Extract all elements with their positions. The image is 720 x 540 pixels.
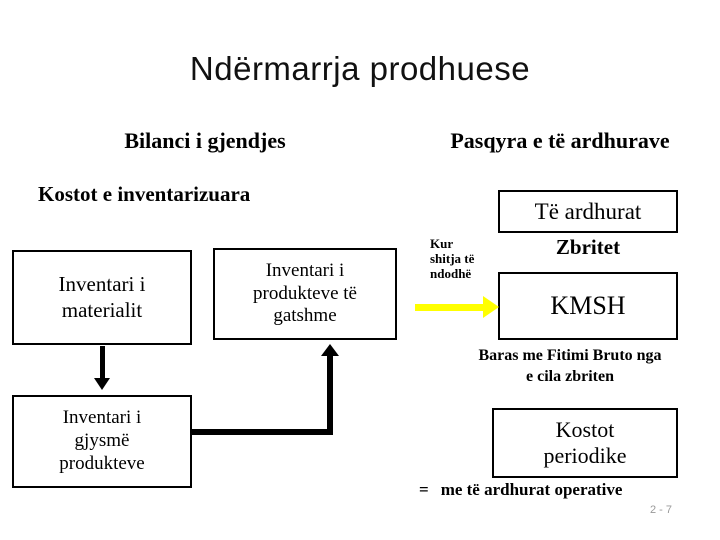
when-sale-occurs-label: Kur shitja të ndodhë bbox=[430, 236, 475, 282]
deducted-label: Zbritet bbox=[555, 235, 621, 259]
periodic-costs-box: Kostot periodike bbox=[492, 408, 678, 478]
gross-profit-note: Baras me Fitimi Bruto nga e cila zbriten bbox=[478, 347, 662, 385]
income-statement-header: Pasqyra e të ardhurave bbox=[450, 128, 670, 153]
l-arrow-vertical bbox=[327, 356, 333, 435]
operating-income-note: = me të ardhurat operative bbox=[419, 480, 622, 500]
slide-title: Ndërmarrja prodhuese bbox=[189, 50, 531, 87]
semi-products-inventory-label: Inventari i gjysmë produkteve bbox=[59, 407, 145, 474]
finished-products-inventory-label: Inventari i produkteve të gatshme bbox=[253, 259, 357, 327]
l-arrow-head bbox=[321, 344, 339, 356]
material-inventory-box: Inventari i materialit bbox=[12, 250, 192, 345]
semi-products-inventory-box: Inventari i gjysmë produkteve bbox=[12, 395, 192, 488]
down-arrow-head bbox=[94, 378, 110, 390]
balance-sheet-header: Bilanci i gjendjes bbox=[124, 128, 286, 153]
page-number: 2 - 7 bbox=[650, 504, 673, 516]
equals-sign: = bbox=[419, 480, 429, 499]
yellow-arrow-shaft bbox=[415, 304, 483, 311]
inventoried-costs-label: Kostot e inventarizuara bbox=[38, 182, 251, 206]
revenues-box: Të ardhurat bbox=[498, 190, 678, 233]
sale-occurs-arrow-icon bbox=[415, 296, 499, 318]
l-arrow-horizontal bbox=[192, 429, 332, 435]
material-inventory-label: Inventari i materialit bbox=[58, 272, 146, 322]
periodic-costs-label: Kostot periodike bbox=[543, 416, 627, 468]
finished-products-inventory-box: Inventari i produkteve të gatshme bbox=[213, 248, 397, 340]
down-arrow-line bbox=[100, 346, 105, 380]
cogs-box: KMSH bbox=[498, 272, 678, 340]
yellow-arrow-head bbox=[483, 296, 499, 318]
cogs-label: KMSH bbox=[550, 291, 626, 321]
operating-income-text: me të ardhurat operative bbox=[440, 480, 623, 499]
revenues-label: Të ardhurat bbox=[534, 198, 642, 224]
